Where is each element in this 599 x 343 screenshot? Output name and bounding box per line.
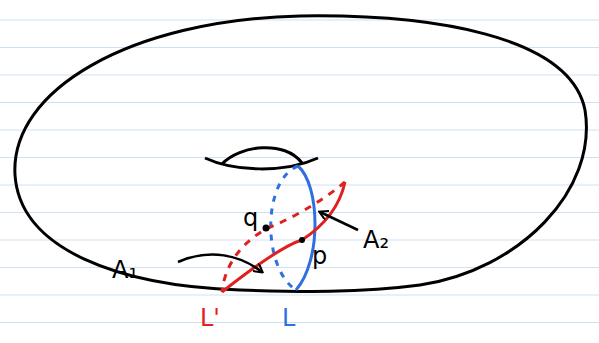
region-label: A₂ <box>363 228 389 252</box>
curve-label: L' <box>200 306 220 330</box>
curve-L-prime-hidden <box>222 182 345 292</box>
point-q <box>263 225 270 232</box>
ruled-line <box>0 47 599 48</box>
point-label: p <box>312 244 327 268</box>
ruled-line <box>0 157 599 158</box>
curve-L <box>296 166 315 290</box>
ruled-line <box>0 212 599 213</box>
leader-A2 <box>320 212 358 230</box>
curve-L-prime <box>222 182 345 292</box>
ruled-line <box>0 322 599 323</box>
ruled-line <box>0 185 599 186</box>
ruled-line <box>0 75 599 76</box>
ruled-line <box>0 267 599 268</box>
ruled-line <box>0 295 599 296</box>
curve-label: L <box>282 306 295 330</box>
leader-A1 <box>178 255 262 272</box>
ruled-line <box>0 20 599 21</box>
torus-outline <box>15 16 587 292</box>
point-p <box>299 237 305 243</box>
curve-L-hidden <box>271 166 298 290</box>
ruled-line <box>0 102 599 103</box>
ruled-line <box>0 130 599 131</box>
hole-upper <box>222 148 302 164</box>
region-label: A₁ <box>112 258 138 282</box>
point-label: q <box>243 206 258 230</box>
